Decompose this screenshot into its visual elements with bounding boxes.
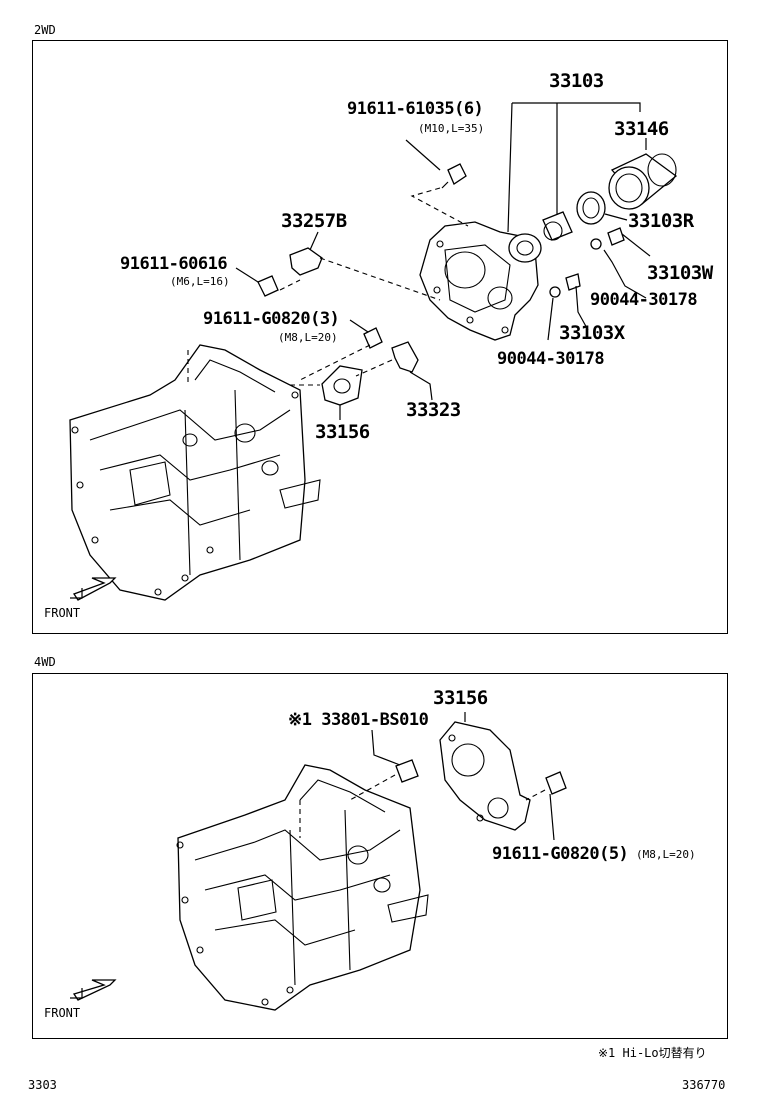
label-91611-G0820-3: 91611-G0820(3) <box>203 309 340 329</box>
bolt-91611-G0820-5 <box>545 771 567 795</box>
transmission-case-4wd <box>176 764 429 1011</box>
bracket-33257B <box>289 247 323 276</box>
label-33103X: 33103X <box>559 322 625 344</box>
panel-4wd <box>32 673 728 1039</box>
plate-33156-bottom <box>439 721 531 831</box>
label-91611-60616: 91611-60616 <box>120 254 228 274</box>
plug-33103X <box>565 273 581 291</box>
label-33103R: 33103R <box>628 210 694 232</box>
lever-33323 <box>391 341 419 373</box>
label-91611-61035-spec: (M10,L=35) <box>418 122 485 135</box>
extension-housing <box>419 221 542 341</box>
plate-33156-top <box>321 365 363 406</box>
label-90044-30178-a: 90044-30178 <box>590 290 698 310</box>
bolt-91611-60616 <box>257 275 279 297</box>
label-91611-60616-spec: (M6,L=16) <box>170 275 230 288</box>
front-arrow-4wd <box>72 979 117 1001</box>
label-33103: 33103 <box>549 70 604 92</box>
label-33257B: 33257B <box>281 210 347 232</box>
section-label-4wd: 4WD <box>34 655 56 669</box>
label-33103W: 33103W <box>647 262 713 284</box>
label-91611-G0820-5: 91611-G0820(5) <box>492 844 629 864</box>
label-91611-61035: 91611-61035(6) <box>347 99 484 119</box>
front-label-2wd: FRONT <box>44 606 81 620</box>
label-33801-BS010: ※1 33801-BS010 <box>288 710 429 730</box>
label-33146: 33146 <box>614 118 669 140</box>
bolt-91611-61035 <box>447 163 467 185</box>
footnote: ※1 Hi-Lo切替有り <box>598 1046 707 1060</box>
label-91611-G0820-5-spec: (M8,L=20) <box>636 848 696 861</box>
label-33323: 33323 <box>406 399 461 421</box>
label-33156-top: 33156 <box>315 421 370 443</box>
oil-seal-33103R <box>576 191 606 225</box>
footer-diagram-id: 336770 <box>682 1078 726 1092</box>
front-label-4wd: FRONT <box>44 1006 81 1020</box>
switch-33801 <box>395 759 419 783</box>
front-arrow-2wd <box>73 577 117 601</box>
bolt-91611-G0820-3 <box>363 327 383 349</box>
gasket-90044-b <box>549 286 561 298</box>
label-33156-bottom: 33156 <box>433 687 488 709</box>
transmission-case-2wd <box>69 344 321 601</box>
plug-33103W <box>607 227 625 246</box>
label-91611-G0820-3-spec: (M8,L=20) <box>278 331 338 344</box>
label-90044-30178-b: 90044-30178 <box>497 349 605 369</box>
panel-2wd <box>32 40 728 634</box>
section-label-2wd: 2WD <box>34 23 56 37</box>
dust-cover-33146 <box>608 153 678 210</box>
bushing-33103-sub <box>542 211 573 241</box>
gasket-90044-a <box>590 238 602 250</box>
footer-page-code: 3303 <box>28 1078 57 1092</box>
